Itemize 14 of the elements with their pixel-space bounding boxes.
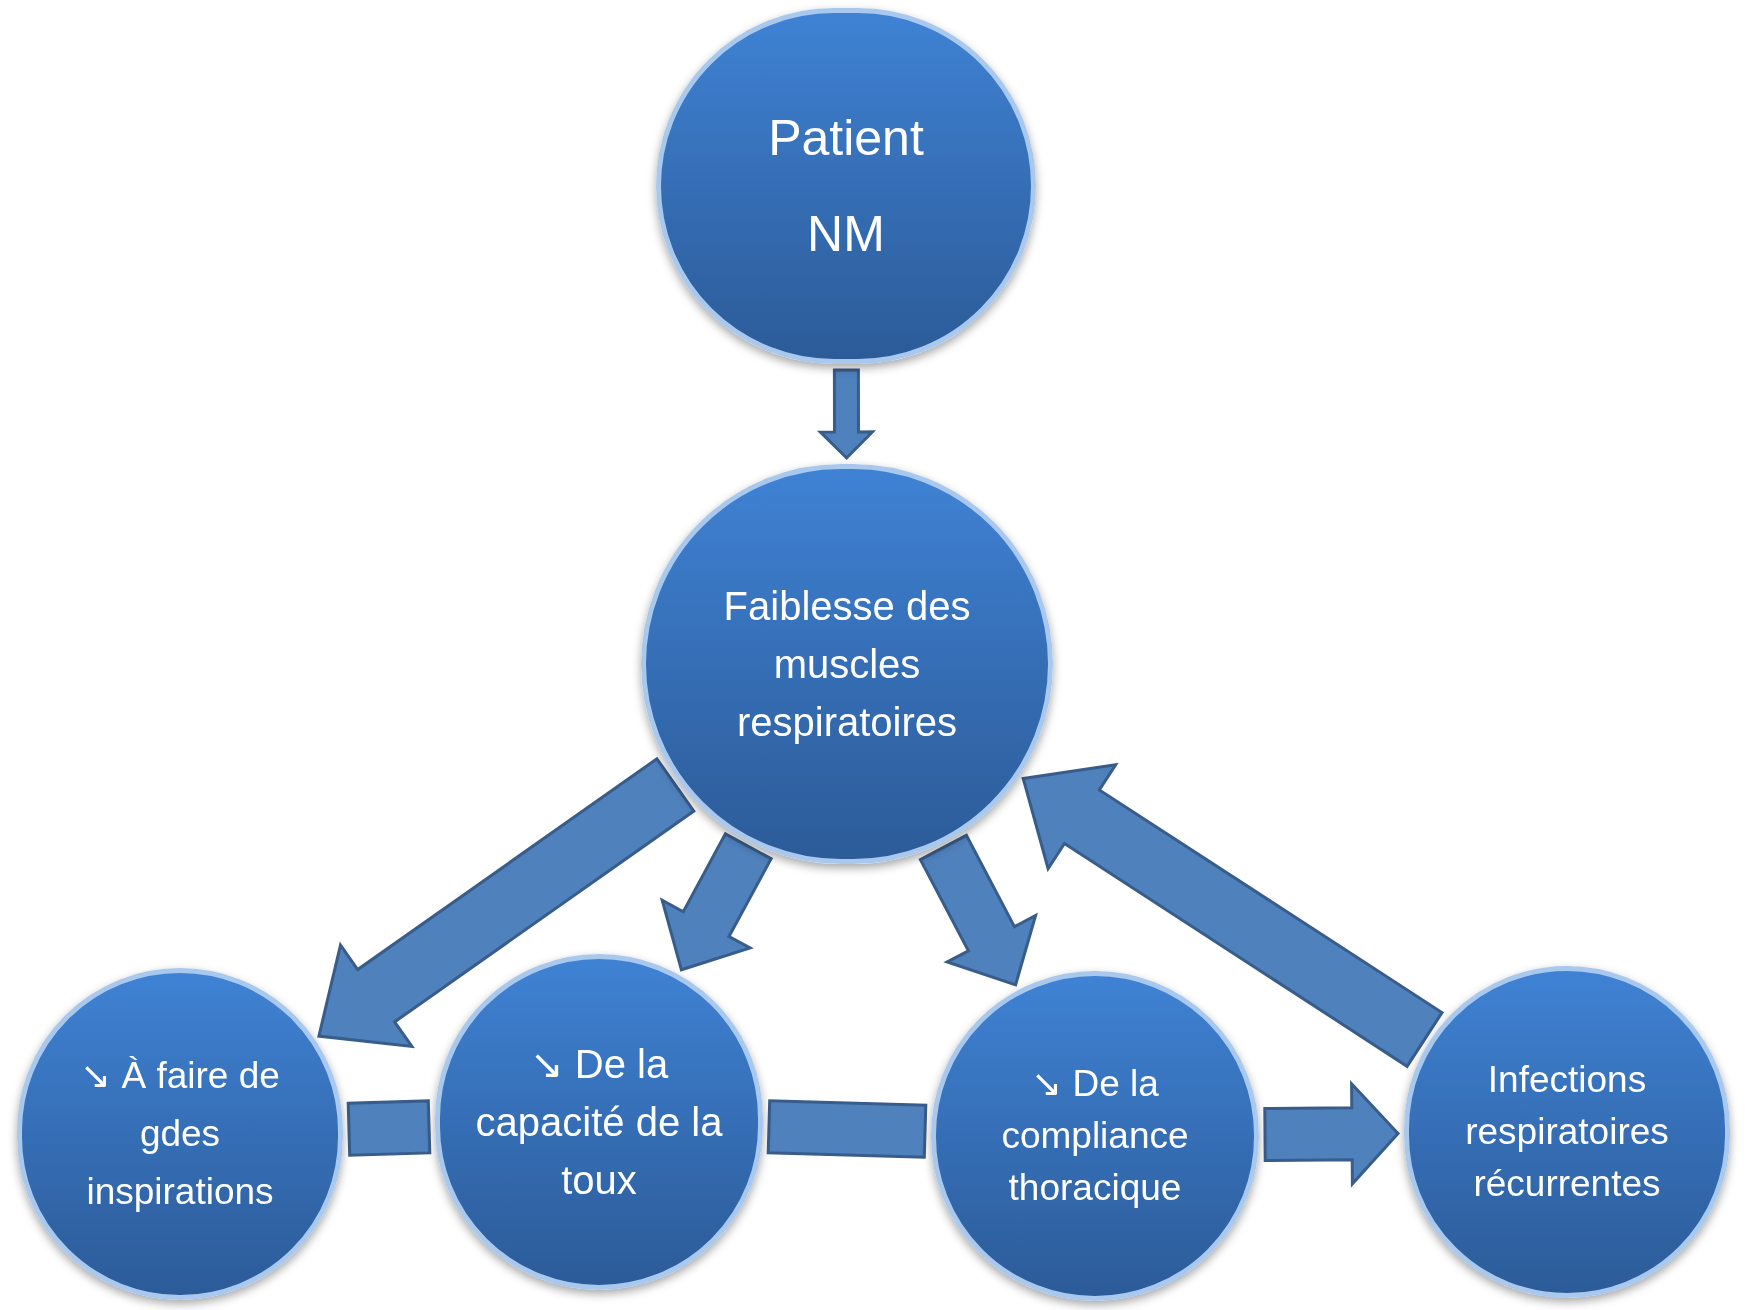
block-arrow	[1263, 1079, 1401, 1188]
block-arrow	[918, 833, 1038, 987]
node-label: Patient NM	[767, 109, 925, 264]
block-arrow	[659, 831, 774, 972]
connector-band	[766, 1099, 928, 1159]
block-arrow	[816, 368, 877, 461]
node-label: Infections respiratoires récurrentes	[1464, 1058, 1670, 1206]
node-label: Faiblesse des muscles respiratoires	[722, 583, 972, 746]
node-label: ↘ À faire de gdes inspirations	[79, 1054, 281, 1214]
connector-band	[346, 1099, 432, 1157]
node-label: ↘ De la capacité de la toux	[474, 1041, 724, 1204]
block-arrow	[317, 756, 696, 1049]
block-arrow	[1021, 762, 1445, 1069]
node-label: ↘ De la compliance thoracique	[1000, 1062, 1190, 1210]
